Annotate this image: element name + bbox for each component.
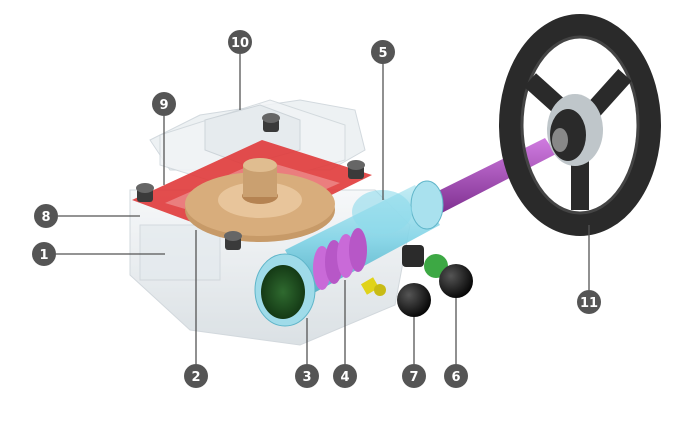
callout-4-label: 4 [340, 370, 349, 385]
callouts: 1 2 3 4 5 6 7 8 [32, 30, 601, 388]
callout-9: 9 [152, 92, 176, 116]
bolt-front [224, 231, 242, 250]
callout-3: 3 [295, 364, 319, 388]
callout-9-label: 9 [159, 98, 168, 113]
bolt-right [347, 160, 365, 179]
callout-6: 6 [444, 364, 468, 388]
callout-1: 1 [32, 242, 56, 266]
callout-11: 11 [577, 290, 601, 314]
end-cap [254, 253, 316, 327]
limit-knobs [397, 245, 473, 317]
callout-6-label: 6 [451, 370, 460, 385]
callout-1-label: 1 [39, 248, 48, 263]
callout-8-label: 8 [41, 210, 50, 225]
callout-10-label: 10 [231, 36, 249, 51]
worm-gear [185, 158, 335, 242]
callout-8: 8 [34, 204, 58, 228]
worm-screw [313, 228, 367, 290]
bolt-top [262, 113, 280, 132]
callout-5: 5 [371, 40, 395, 64]
callout-7: 7 [402, 364, 426, 388]
callout-10: 10 [228, 30, 252, 54]
callout-2: 2 [184, 364, 208, 388]
knob-7 [397, 283, 431, 317]
callout-11-label: 11 [580, 296, 598, 311]
bolt-left [136, 183, 154, 202]
grease-fitting [360, 277, 386, 296]
cover-bolts [136, 113, 365, 250]
callout-3-label: 3 [302, 370, 311, 385]
callout-5-label: 5 [378, 46, 387, 61]
callout-2-label: 2 [191, 370, 200, 385]
leader-lines [56, 54, 590, 364]
knob-6 [439, 264, 473, 298]
handwheel [499, 14, 661, 236]
callout-4: 4 [333, 364, 357, 388]
callout-7-label: 7 [409, 370, 418, 385]
